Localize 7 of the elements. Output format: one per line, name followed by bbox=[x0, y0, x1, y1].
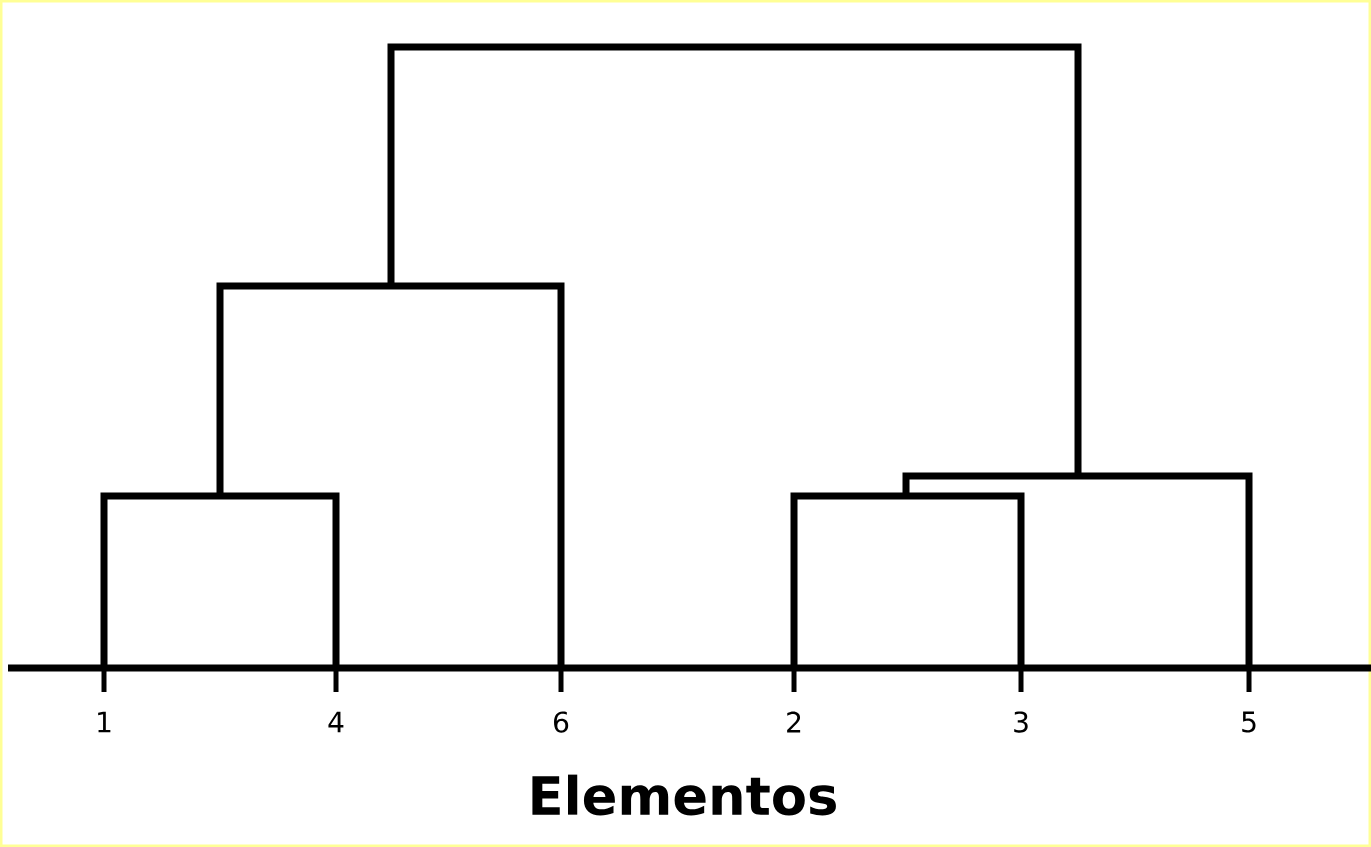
leaf-label: 5 bbox=[1242, 711, 1256, 733]
leaf-label: 1 bbox=[98, 711, 111, 733]
axis-title: Elementos bbox=[532, 774, 836, 816]
leaf-label: 4 bbox=[328, 711, 344, 733]
leaf-label: 6 bbox=[554, 711, 569, 733]
leaf-label: 3 bbox=[1014, 711, 1028, 733]
leaf-label: 2 bbox=[787, 711, 801, 733]
